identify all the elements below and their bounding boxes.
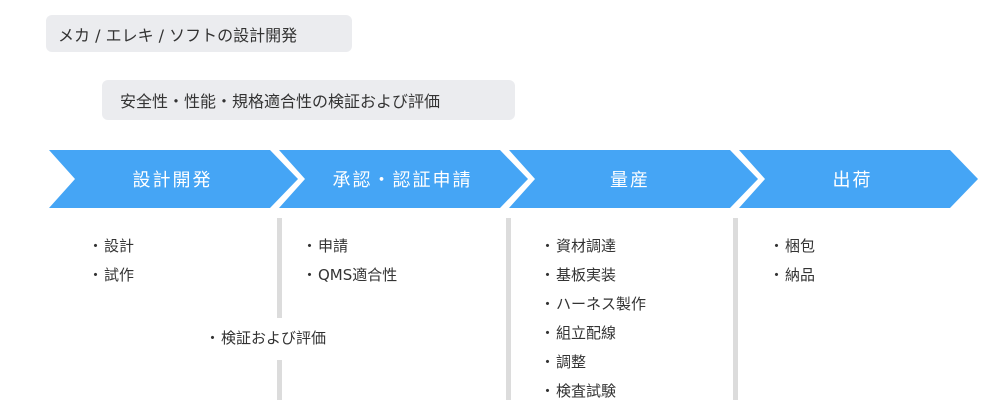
list-item: ・資材調達 (540, 237, 617, 255)
list-item: ・申請 (302, 237, 349, 255)
cross-stage-item: ・検証および評価 (205, 329, 327, 347)
stage-4-label: 出荷 (832, 170, 873, 191)
cross-stage-item-label: 検証および評価 (221, 329, 327, 347)
list-item: ・検査試験 (540, 382, 617, 400)
divider-2 (506, 218, 511, 400)
list-item: ・QMS適合性 (302, 266, 398, 284)
divider-1-upper (277, 218, 282, 318)
scope-tag-label: メカ / エレキ / ソフトの設計開発 (58, 25, 298, 45)
stage-3-label: 量産 (610, 170, 650, 191)
stage-2-chevron (279, 150, 528, 208)
list-item: ・ハーネス製作 (540, 295, 647, 313)
list-item: ・設計 (88, 237, 135, 255)
stage-4-items: ・梱包 ・納品 (769, 232, 815, 290)
stage-1-label: 設計開発 (132, 170, 213, 191)
list-item: ・調整 (540, 353, 587, 371)
stage-2-label: 承認・認証申請 (332, 170, 473, 191)
stage-1-items: ・設計 ・試作 (88, 232, 134, 290)
stage-3-chevron (509, 150, 758, 208)
verification-tag: 安全性・性能・規格適合性の検証および評価 (102, 80, 515, 120)
list-item: ・納品 (769, 266, 816, 284)
list-item: ・組立配線 (540, 324, 617, 342)
scope-tag: メカ / エレキ / ソフトの設計開発 (46, 15, 352, 52)
list-item: ・試作 (88, 266, 135, 284)
stage-1-chevron (49, 150, 298, 208)
stage-3-items: ・資材調達 ・基板実装 ・ハーネス製作 ・組立配線 ・調整 ・検査試験 (540, 232, 646, 406)
stage-2-items: ・申請 ・QMS適合性 (302, 232, 397, 290)
stage-4-chevron (739, 150, 978, 208)
list-item: ・基板実装 (540, 266, 617, 284)
process-chevrons (49, 150, 978, 208)
divider-1-lower (277, 360, 282, 400)
list-item: ・梱包 (769, 237, 816, 255)
process-flow: 設計開発 承認・認証申請 量産 出荷 (0, 150, 1000, 208)
verification-tag-label: 安全性・性能・規格適合性の検証および評価 (120, 92, 441, 111)
divider-3 (733, 218, 738, 400)
